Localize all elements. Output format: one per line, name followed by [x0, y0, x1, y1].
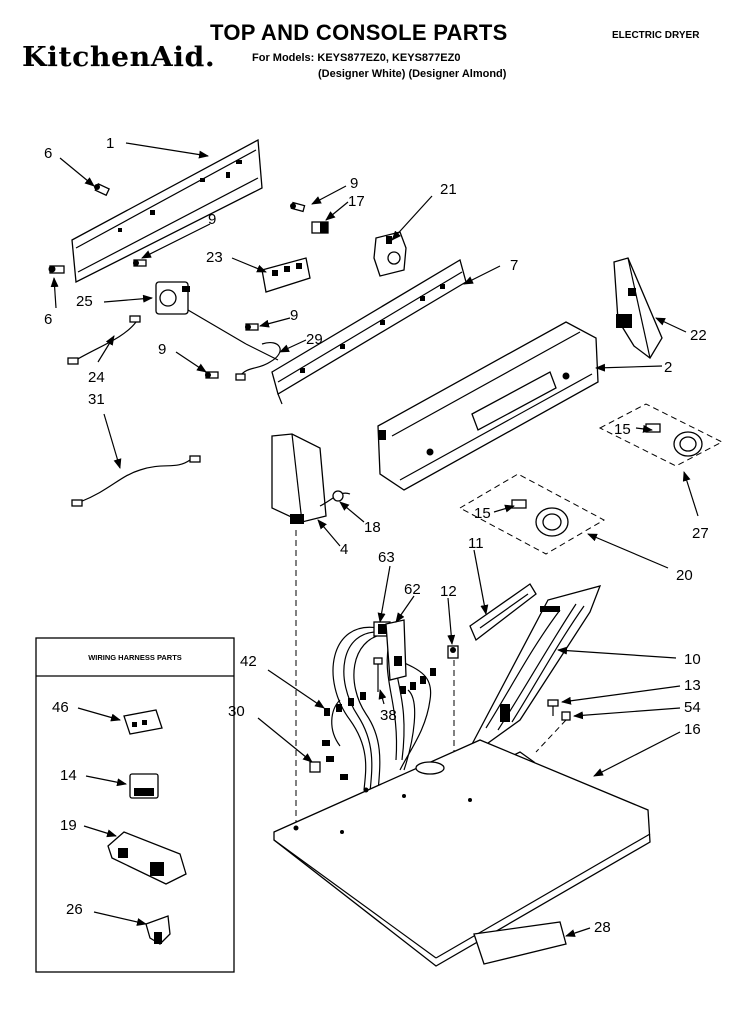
callout-17: 17 [348, 193, 365, 210]
part-17-clip [311, 221, 329, 234]
callout-14: 14 [60, 767, 77, 784]
page-title: TOP AND CONSOLE PARTS [210, 20, 508, 45]
product-type: ELECTRIC DRYER [612, 30, 700, 41]
part-63-wire-bundle [331, 621, 432, 793]
part-7-console-bracket [271, 259, 467, 405]
brand-logo: KitchenAid. [22, 42, 216, 73]
callout-25: 25 [76, 293, 93, 310]
callout-6-upper: 6 [44, 145, 52, 162]
variants-line: (Designer White) (Designer Almond) [318, 68, 507, 80]
callout-15-lower: 15 [474, 505, 491, 522]
part-18-connector [319, 490, 351, 507]
part-38-screw [373, 657, 383, 692]
callout-29: 29 [306, 331, 323, 348]
callout-10: 10 [684, 651, 701, 668]
callout-16: 16 [684, 721, 701, 738]
part-46-connector [123, 709, 163, 735]
part-12-fastener [447, 645, 459, 659]
part-62-bracket [385, 619, 407, 681]
callout-24: 24 [88, 369, 105, 386]
models-line: For Models: KEYS877EZ0, KEYS877EZ0 [252, 52, 461, 64]
callout-62: 62 [404, 581, 421, 598]
part-20-knob [458, 473, 606, 555]
callout-20: 20 [676, 567, 693, 584]
part-9-screw-d [205, 371, 219, 379]
callout-28: 28 [594, 919, 611, 936]
callout-9-b: 9 [208, 211, 216, 228]
part-1-console-back-plate [71, 138, 263, 284]
part-25-timer [155, 281, 279, 361]
callout-38: 38 [380, 707, 397, 724]
callout-26: 26 [66, 901, 83, 918]
callout-18: 18 [364, 519, 381, 536]
part-42-terminals [322, 668, 436, 780]
callout-42: 42 [240, 653, 257, 670]
part-11-switch [469, 583, 537, 642]
part-31-wire-harness [71, 455, 201, 507]
callout-21: 21 [440, 181, 457, 198]
part-23-switch [261, 257, 311, 293]
part-4-end-cap [271, 433, 327, 524]
part-6-screw-upper [94, 182, 110, 197]
part-29-wire [235, 342, 281, 381]
part-22-end-cap [613, 257, 663, 359]
callout-46: 46 [52, 699, 69, 716]
callout-12: 12 [440, 583, 457, 600]
callout-54: 54 [684, 699, 701, 716]
callout-15-right: 15 [614, 421, 631, 438]
part-26-connector [145, 915, 171, 945]
callout-1: 1 [106, 135, 114, 152]
callout-27: 27 [692, 525, 709, 542]
callout-2: 2 [664, 359, 672, 376]
part-9-screw-b [133, 259, 147, 267]
part-9-screw-c [245, 323, 259, 331]
part-13-screw [547, 699, 559, 716]
part-9-screw-a [290, 201, 306, 213]
leader-lines [50, 142, 699, 937]
callout-9-c: 9 [290, 307, 298, 324]
part-21-terminal-block [373, 231, 407, 277]
part-27-knob [598, 403, 724, 467]
callout-31: 31 [88, 391, 105, 408]
part-dryer-top [273, 739, 651, 967]
part-30-clip [309, 761, 321, 773]
callout-63: 63 [378, 549, 395, 566]
alignment-line-right [535, 719, 567, 753]
callout-11: 11 [468, 535, 484, 552]
callout-19: 19 [60, 817, 77, 834]
part-10-lint-housing [469, 585, 602, 758]
callout-13: 13 [684, 677, 701, 694]
part-28-front-strip [473, 921, 567, 965]
part-24-wire-lead [67, 315, 141, 365]
callout-9-d: 9 [158, 341, 166, 358]
callout-4: 4 [340, 541, 348, 558]
callout-6-lower: 6 [44, 311, 52, 328]
part-54-clip [561, 711, 571, 721]
callout-22: 22 [690, 327, 707, 344]
inset-box [35, 637, 235, 973]
part-2-console-panel [377, 321, 599, 491]
part-19-connector [107, 831, 187, 885]
callout-9-a: 9 [350, 175, 358, 192]
inset-title: WIRING HARNESS PARTS [88, 653, 182, 662]
part-14-connector [129, 773, 159, 799]
callout-30: 30 [228, 703, 245, 720]
part-6-screw-lower [48, 265, 65, 274]
callout-7: 7 [510, 257, 518, 274]
callout-23: 23 [206, 249, 223, 266]
